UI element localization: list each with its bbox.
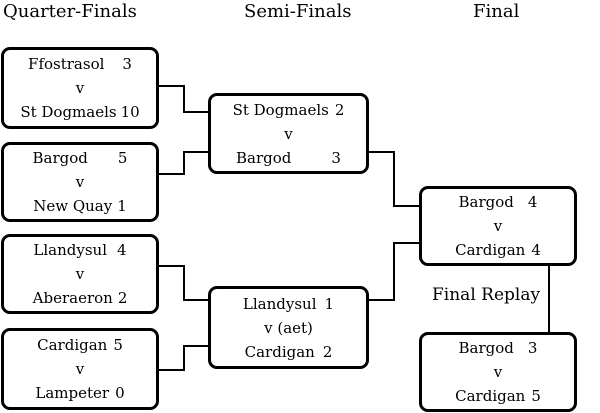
heading-quarter-finals: Quarter-Finals — [3, 1, 137, 22]
team-name: St Dogmaels — [232, 100, 329, 119]
team-name: St Dogmaels — [20, 103, 117, 121]
match-row-team2: Cardigan 2 — [245, 340, 333, 364]
versus-label: v — [493, 217, 503, 235]
connector-qf4-sf2 — [158, 345, 210, 371]
team-score: 5 — [117, 149, 128, 167]
team-name: Llandysul — [33, 241, 108, 259]
match-row-team1: Bargod 5 — [33, 146, 128, 170]
match-row-team1: Cardigan 5 — [37, 333, 123, 357]
match-row-team1: Llandysul 4 — [33, 238, 126, 262]
team-name: Bargod — [32, 149, 88, 167]
versus-label: v — [75, 79, 85, 97]
team-name: Bargod — [458, 193, 514, 211]
versus-label: v — [75, 360, 85, 378]
versus-label: v — [75, 265, 85, 283]
team-name: Lampeter — [35, 384, 110, 402]
team-name: Cardigan — [244, 342, 315, 361]
match-row-team2: Cardigan 5 — [455, 384, 541, 408]
team-score: 3 — [527, 339, 538, 357]
team-score: 5 — [531, 387, 541, 405]
connector-qf2-sf1 — [158, 151, 210, 175]
match-row-team1: Llandysul 1 — [243, 292, 334, 316]
match-box-sf2: Llandysul 1 v (aet) Cardigan 2 — [208, 286, 369, 369]
match-row-team2: Bargod 3 — [236, 146, 341, 170]
team-score: 4 — [117, 241, 127, 259]
versus-label: v — [75, 173, 85, 191]
team-score: 2 — [117, 289, 128, 307]
team-score: 3 — [122, 55, 132, 73]
team-name: Cardigan — [37, 336, 108, 354]
team-name: Ffostrasol — [28, 55, 105, 73]
team-name: Cardigan — [455, 241, 526, 259]
connector-sf1-final — [368, 151, 421, 207]
team-score: 3 — [331, 148, 341, 167]
match-box-final: Bargod 4 v Cardigan 4 — [419, 186, 577, 266]
team-score: 4 — [527, 193, 538, 211]
connector-sf2-final — [368, 242, 421, 301]
team-name: Bargod — [236, 148, 292, 167]
match-row-team1: Bargod 4 — [459, 190, 538, 214]
versus-label: v (aet) — [264, 318, 313, 337]
connector-qf1-sf1 — [158, 85, 210, 113]
team-name: Cardigan — [455, 387, 526, 405]
team-score: 1 — [324, 294, 335, 313]
team-score: 2 — [334, 100, 345, 119]
team-name: New Quay — [33, 197, 113, 215]
match-box-qf4: Cardigan 5 v Lampeter 0 — [1, 328, 159, 410]
heading-semi-finals: Semi-Finals — [244, 1, 352, 22]
team-score: 0 — [115, 384, 125, 402]
match-row-team1: Bargod 3 — [459, 336, 538, 360]
team-score: 2 — [322, 342, 333, 361]
final-replay-label: Final Replay — [432, 285, 541, 305]
team-name: Aberaeron — [32, 289, 113, 307]
team-score: 10 — [120, 103, 140, 121]
versus-label: v — [284, 124, 293, 143]
match-box-sf1: St Dogmaels 2 v Bargod 3 — [208, 93, 369, 174]
team-name: Llandysul — [242, 294, 317, 313]
team-score: 1 — [117, 197, 127, 215]
connector-qf3-sf2 — [158, 265, 210, 301]
team-score: 5 — [113, 336, 123, 354]
match-row-team2: Cardigan 4 — [455, 238, 541, 262]
match-row-team1: Ffostrasol 3 — [28, 52, 132, 76]
team-score: 4 — [531, 241, 541, 259]
versus-label: v — [493, 363, 503, 381]
match-box-replay: Bargod 3 v Cardigan 5 — [419, 332, 577, 412]
heading-final: Final — [473, 1, 520, 22]
team-name: Bargod — [458, 339, 514, 357]
match-row-team2: Lampeter 0 — [35, 381, 124, 405]
match-row-team1: St Dogmaels 2 — [233, 98, 345, 122]
